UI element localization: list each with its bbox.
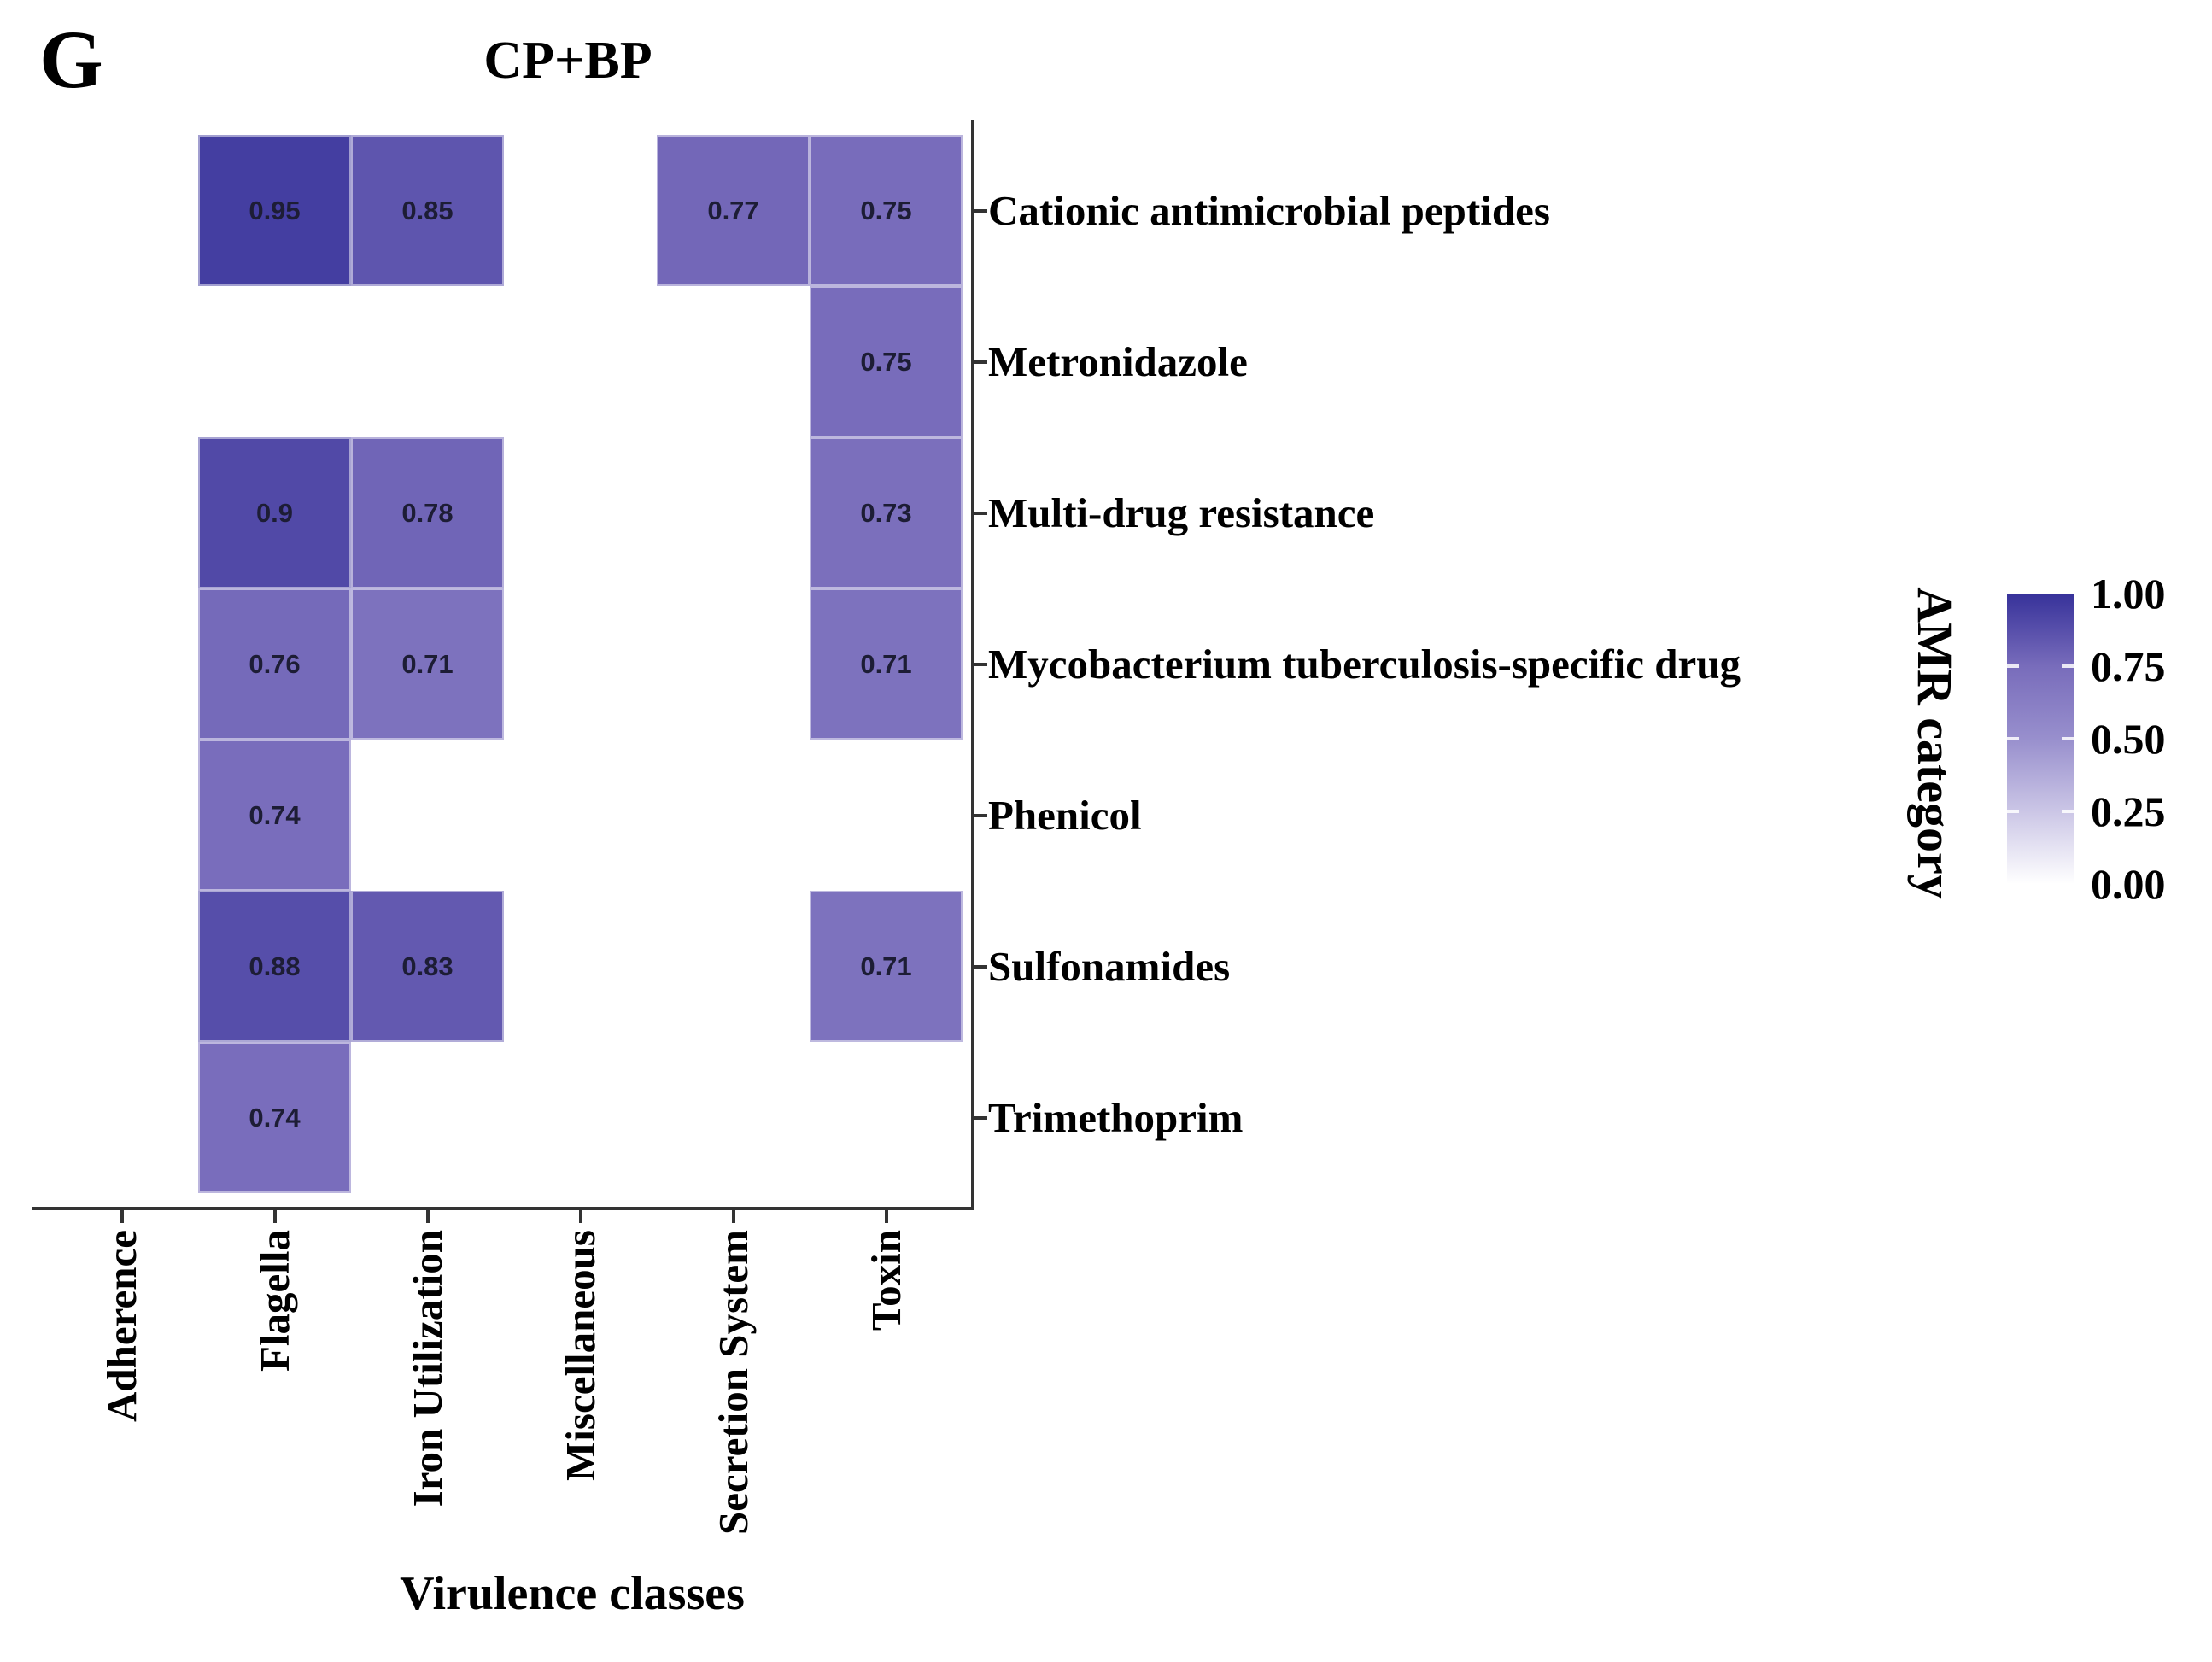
heatmap-cell-value: 0.71 <box>401 648 454 679</box>
heatmap-cell: 0.95 <box>198 135 351 286</box>
x-axis-tick <box>120 1210 124 1223</box>
heatmap-cell-value: 0.83 <box>401 951 454 981</box>
x-axis-tick <box>578 1210 582 1223</box>
x-axis-label: Secretion System <box>709 1230 757 1535</box>
x-axis-tick <box>731 1210 735 1223</box>
x-axis-tick <box>272 1210 277 1223</box>
heatmap-cell: 0.75 <box>810 135 963 286</box>
legend-tick-notch <box>2062 664 2074 668</box>
heatmap-cell: 0.77 <box>657 135 810 286</box>
legend-tick-label: 0.25 <box>2091 787 2166 835</box>
heatmap-cell-value: 0.76 <box>249 648 301 679</box>
legend-tick-notch <box>2007 664 2019 668</box>
legend-tick-notch <box>2007 737 2019 740</box>
y-axis-label: Multi-drug resistance <box>988 489 1375 536</box>
heatmap-cell: 0.88 <box>198 891 351 1042</box>
legend-tick-notch <box>2007 810 2019 813</box>
x-axis-tick <box>425 1210 430 1223</box>
x-axis-label: Adherence <box>97 1230 145 1422</box>
heatmap-cell-value: 0.88 <box>249 951 301 981</box>
heatmap-cell: 0.74 <box>198 1042 351 1193</box>
y-axis-label: Metronidazole <box>988 337 1248 385</box>
heatmap-cell: 0.74 <box>198 740 351 891</box>
x-axis-line <box>32 1207 974 1210</box>
legend-tick-notch <box>2062 810 2074 813</box>
y-axis-label: Trimethoprim <box>988 1093 1244 1141</box>
heatmap-cell: 0.78 <box>351 437 504 588</box>
x-axis-label: Miscellaneous <box>556 1230 604 1481</box>
legend-tick-label: 0.00 <box>2091 860 2166 908</box>
y-axis-tick <box>974 360 987 364</box>
heatmap-cell-value: 0.73 <box>860 497 912 528</box>
y-axis-line <box>971 120 974 1210</box>
heatmap-cell-value: 0.85 <box>401 195 454 225</box>
heatmap-cell: 0.73 <box>810 437 963 588</box>
legend-tick-notch <box>2062 737 2074 740</box>
heatmap-cell-value: 0.71 <box>860 951 912 981</box>
heatmap-cell-value: 0.95 <box>249 195 301 225</box>
y-axis-tick <box>974 1115 987 1120</box>
y-axis-tick <box>974 964 987 969</box>
legend-tick-label: 0.50 <box>2091 715 2166 763</box>
x-axis-label: Toxin <box>862 1230 910 1331</box>
x-axis-tick <box>884 1210 888 1223</box>
heatmap-cell: 0.75 <box>810 286 963 437</box>
y-axis-tick <box>974 813 987 817</box>
y-axis-tick <box>974 208 987 213</box>
heatmap-cell-value: 0.78 <box>401 497 454 528</box>
heatmap-cell: 0.85 <box>351 135 504 286</box>
heatmap-cell-value: 0.75 <box>860 346 912 377</box>
heatmap-cell-value: 0.75 <box>860 195 912 225</box>
panel-label-g: G <box>39 14 103 105</box>
y-axis-tick <box>974 662 987 666</box>
heatmap-cell: 0.71 <box>810 588 963 740</box>
heatmap-cell-value: 0.74 <box>249 1102 301 1132</box>
heatmap-cell-value: 0.77 <box>707 195 759 225</box>
chart-title: CP+BP <box>483 32 652 90</box>
heatmap-cell: 0.9 <box>198 437 351 588</box>
heatmap-cell: 0.83 <box>351 891 504 1042</box>
x-axis-label: Iron Utilization <box>403 1230 451 1507</box>
legend-tick-label: 1.00 <box>2091 570 2166 617</box>
heatmap-cell: 0.71 <box>351 588 504 740</box>
x-axis-title: Virulence classes <box>400 1567 745 1620</box>
y-axis-label: Phenicol <box>988 791 1142 839</box>
heatmap-cell: 0.76 <box>198 588 351 740</box>
y-axis-tick <box>974 511 987 515</box>
y-axis-label: Mycobacterium tuberculosis-specific drug <box>988 640 1741 688</box>
heatmap-cell-value: 0.9 <box>255 497 294 528</box>
legend-tick-label: 0.75 <box>2091 642 2166 690</box>
legend-title: AMR category <box>1907 587 1963 899</box>
heatmap-cell: 0.71 <box>810 891 963 1042</box>
y-axis-label: Cationic antimicrobial peptides <box>988 186 1550 234</box>
y-axis-label: Sulfonamides <box>988 942 1231 990</box>
heatmap-cell-value: 0.74 <box>249 799 301 830</box>
x-axis-label: Flagella <box>250 1230 298 1372</box>
heatmap-cell-value: 0.71 <box>860 648 912 679</box>
